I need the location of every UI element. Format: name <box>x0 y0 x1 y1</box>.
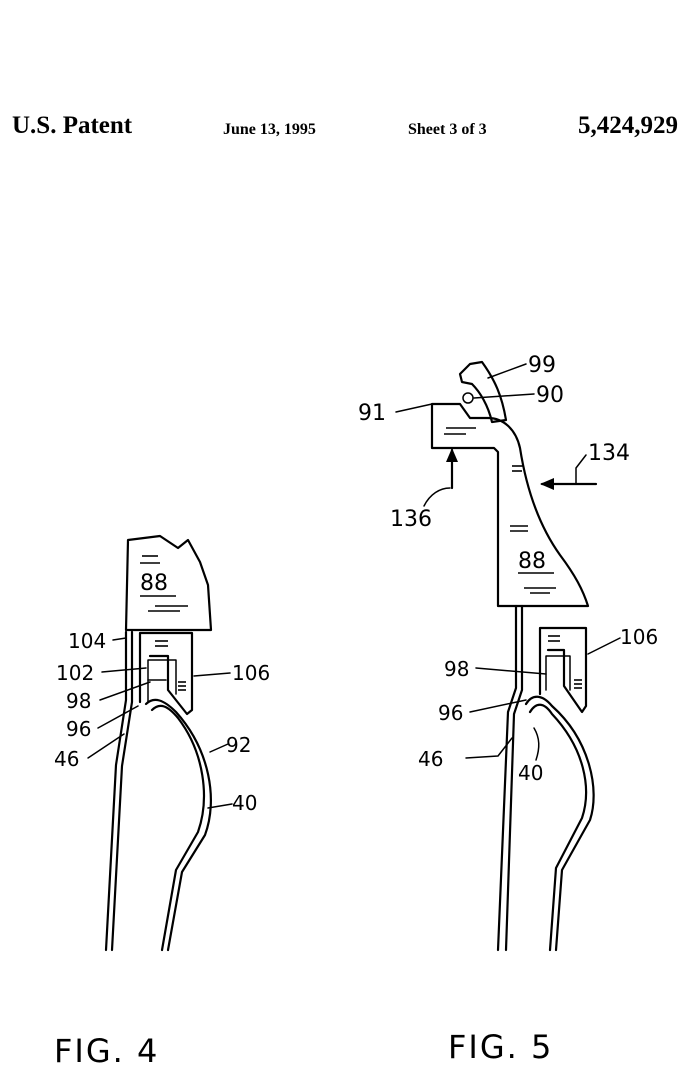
fig4-label-46: 46 <box>54 747 79 771</box>
fig5-arrow-134 <box>540 478 554 490</box>
fig5-label-40: 40 <box>518 761 543 785</box>
fig5-label-98: 98 <box>444 657 469 681</box>
fig5-label-96: 96 <box>438 701 463 725</box>
fig4-label-96: 96 <box>66 717 91 741</box>
fig4-label-88: 88 <box>140 571 168 596</box>
fig5-lever-88 <box>430 402 590 608</box>
fig5-label-136: 136 <box>390 507 432 532</box>
fig5-inner-98 <box>545 655 571 691</box>
fig4-rail-46 <box>104 630 128 952</box>
fig5-clip-106 <box>538 626 588 714</box>
fig5-caption: FIG. 5 <box>448 1028 553 1066</box>
fig5-label-134: 134 <box>588 441 630 466</box>
fig4-label-102: 102 <box>56 661 94 685</box>
fig4-label-40: 40 <box>232 791 257 815</box>
fig4-label-106: 106 <box>232 661 270 685</box>
patent-date: June 13, 1995 <box>223 121 316 138</box>
patent-number: 5,424,929 <box>578 112 678 139</box>
fig5-label-106: 106 <box>620 625 658 649</box>
figure-4 <box>104 534 213 952</box>
fig5-spring-40 <box>524 695 595 952</box>
fig5-label-88: 88 <box>518 549 546 574</box>
fig5-arrow-136 <box>446 448 458 462</box>
fig4-label-104: 104 <box>68 629 106 653</box>
fig4-block-88 <box>124 534 213 632</box>
fig5-rail-46 <box>496 604 518 952</box>
fig5-label-91: 91 <box>358 401 386 426</box>
sheet-number: Sheet 3 of 3 <box>408 121 487 138</box>
fig4-label-92: 92 <box>226 733 251 757</box>
fig4-inner-98 <box>147 659 177 703</box>
fig4-clip-106 <box>138 631 194 716</box>
patent-title: U.S. Patent <box>12 112 133 139</box>
fig4-spring-40 <box>144 698 212 952</box>
fig5-label-90: 90 <box>536 383 564 408</box>
fig4-caption: FIG. 4 <box>54 1032 159 1070</box>
fig4-label-98: 98 <box>66 689 91 713</box>
fig5-label-99: 99 <box>528 353 556 378</box>
fig5-label-46: 46 <box>418 747 443 771</box>
figure-5 <box>430 360 595 952</box>
